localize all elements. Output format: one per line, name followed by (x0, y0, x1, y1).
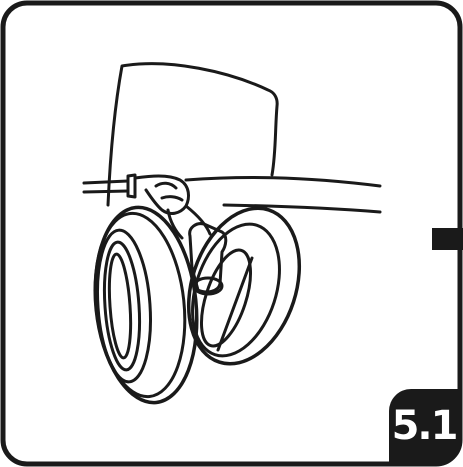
frame-bar-lower (82, 189, 382, 214)
rear-wheel-spoke (216, 256, 254, 352)
front-wheel-hub-core (107, 252, 133, 360)
rear-wheel-rim (191, 222, 281, 358)
frame-bar (82, 176, 382, 188)
rear-wheel-tyre (186, 206, 302, 366)
front-wheel-tread (93, 211, 187, 399)
edge-tab (432, 228, 463, 250)
axle-pin (126, 173, 137, 199)
front-wheel-hub-outer (96, 228, 152, 384)
swivel-housing-detail (154, 181, 184, 202)
step-number-badge: 5.1 (389, 389, 459, 463)
seat-panel (106, 62, 279, 207)
step-number-label: 5.1 (391, 403, 459, 449)
front-wheel-hub-inner (102, 240, 142, 372)
fork-stem (166, 204, 212, 240)
rear-wheel-hub (199, 248, 253, 348)
